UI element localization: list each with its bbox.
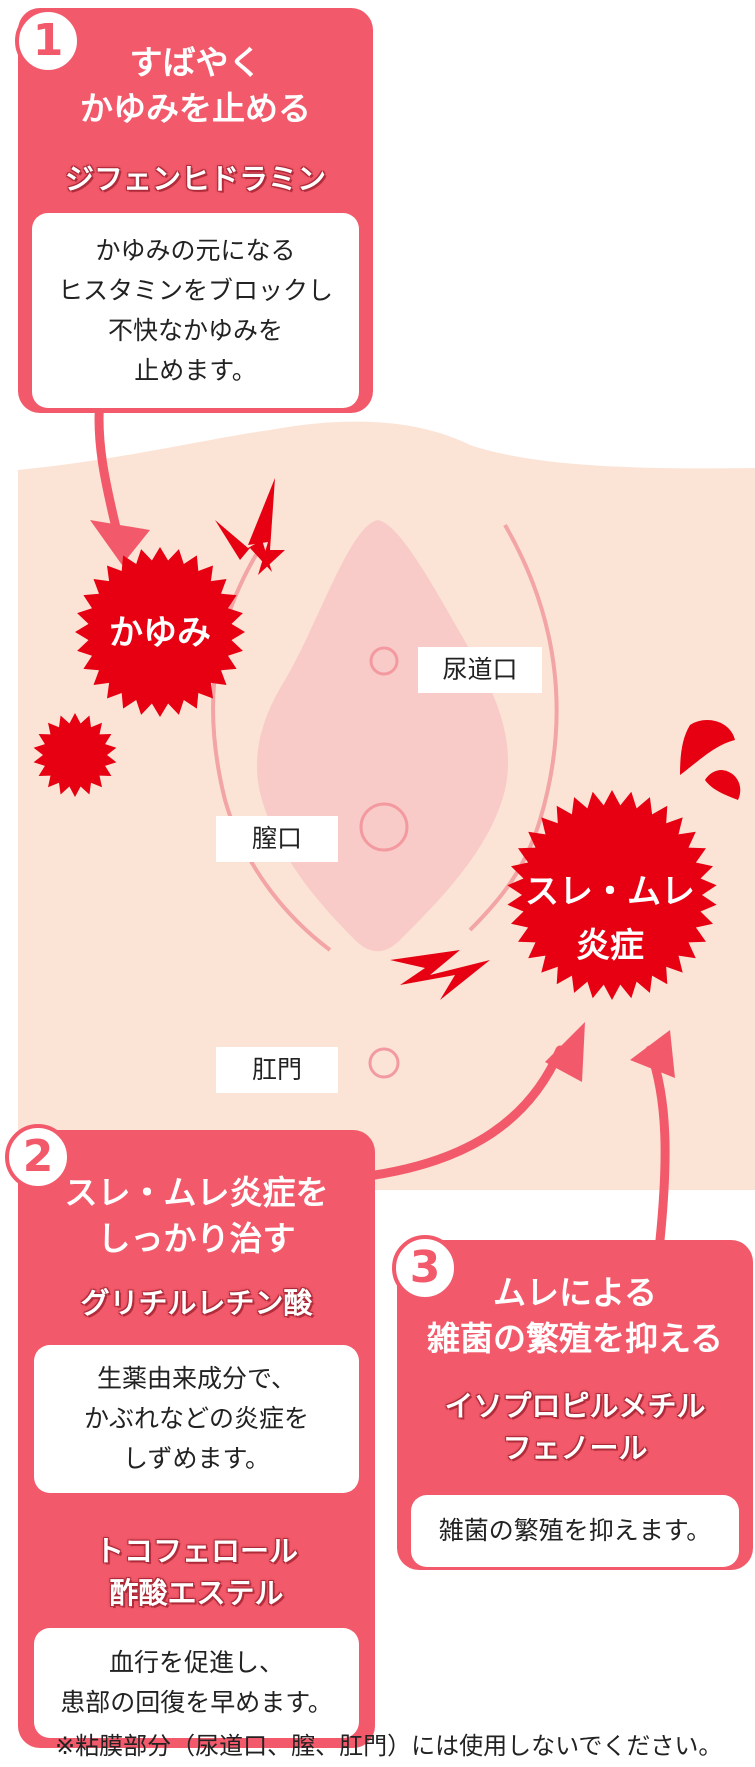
urethra-marker — [369, 646, 399, 676]
vagina-marker — [359, 802, 409, 852]
card2-description-1: 生薬由来成分で、 かぶれなどの炎症を しずめます。 — [34, 1345, 359, 1493]
anus-marker — [368, 1047, 400, 1079]
arrow-card2-to-inflammation — [370, 1045, 565, 1180]
arrow-card3-head — [630, 1030, 675, 1078]
card-inflammation-cure: スレ・ムレ炎症を しっかり治す グリチルレチン酸 生薬由来成分で、 かぶれなどの… — [18, 1130, 375, 1748]
vagina-label: 膣口 — [216, 816, 338, 862]
arrow-card1-head — [90, 520, 150, 565]
anus-label: 肛門 — [216, 1047, 338, 1093]
drop-1 — [680, 720, 735, 775]
small-itch-burst — [33, 713, 117, 797]
footnote: ※粘膜部分（尿道口、膣、肛門）には使用しないでください。 — [55, 1732, 723, 1760]
card1-description: かゆみの元になる ヒスタミンをブロックし 不快なかゆみを 止めます。 — [32, 213, 359, 408]
card3-heading: ムレによる 雑菌の繁殖を抑える — [426, 1273, 723, 1358]
card1-ingredient: ジフェンヒドラミン — [64, 162, 326, 196]
drop-2 — [705, 770, 741, 800]
card1-heading: すばやく かゆみを止める — [80, 43, 311, 128]
arrow-card2-head — [545, 1022, 585, 1082]
card2-number-badge: 2 — [5, 1124, 71, 1190]
card2-ingredient-1: グリチルレチン酸 — [80, 1286, 313, 1320]
card1-number-badge: 1 — [15, 8, 81, 74]
inflammation-burst — [507, 790, 717, 1000]
urethra-label: 尿道口 — [418, 647, 542, 693]
card-bacteria-control: ムレによる 雑菌の繁殖を抑える イソプロピルメチル フェノール 雑菌の繁殖を抑え… — [397, 1240, 753, 1570]
card2-description-2: 血行を促進し、 患部の回復を早めます。 — [34, 1628, 359, 1738]
inflammation-label: スレ・ムレ 炎症 — [525, 872, 695, 966]
itch-burst — [75, 547, 245, 717]
card3-number-badge: 3 — [392, 1235, 458, 1301]
card-itch-relief: すばやく かゆみを止める ジフェンヒドラミン かゆみの元になる ヒスタミンをブロ… — [18, 8, 373, 413]
card2-heading: スレ・ムレ炎症を しっかり治す — [64, 1173, 329, 1258]
card2-ingredient-2: トコフェロール 酢酸エステル — [94, 1534, 298, 1610]
itch-label: かゆみ — [109, 613, 211, 653]
labia-right-line — [468, 523, 559, 932]
card3-description: 雑菌の繁殖を抑えます。 — [411, 1495, 739, 1567]
inflammation-lightning — [390, 950, 490, 1000]
card3-ingredient: イソプロピルメチル フェノール — [444, 1389, 706, 1465]
itch-lightning — [248, 478, 285, 575]
itch-lightning-2 — [215, 520, 272, 572]
